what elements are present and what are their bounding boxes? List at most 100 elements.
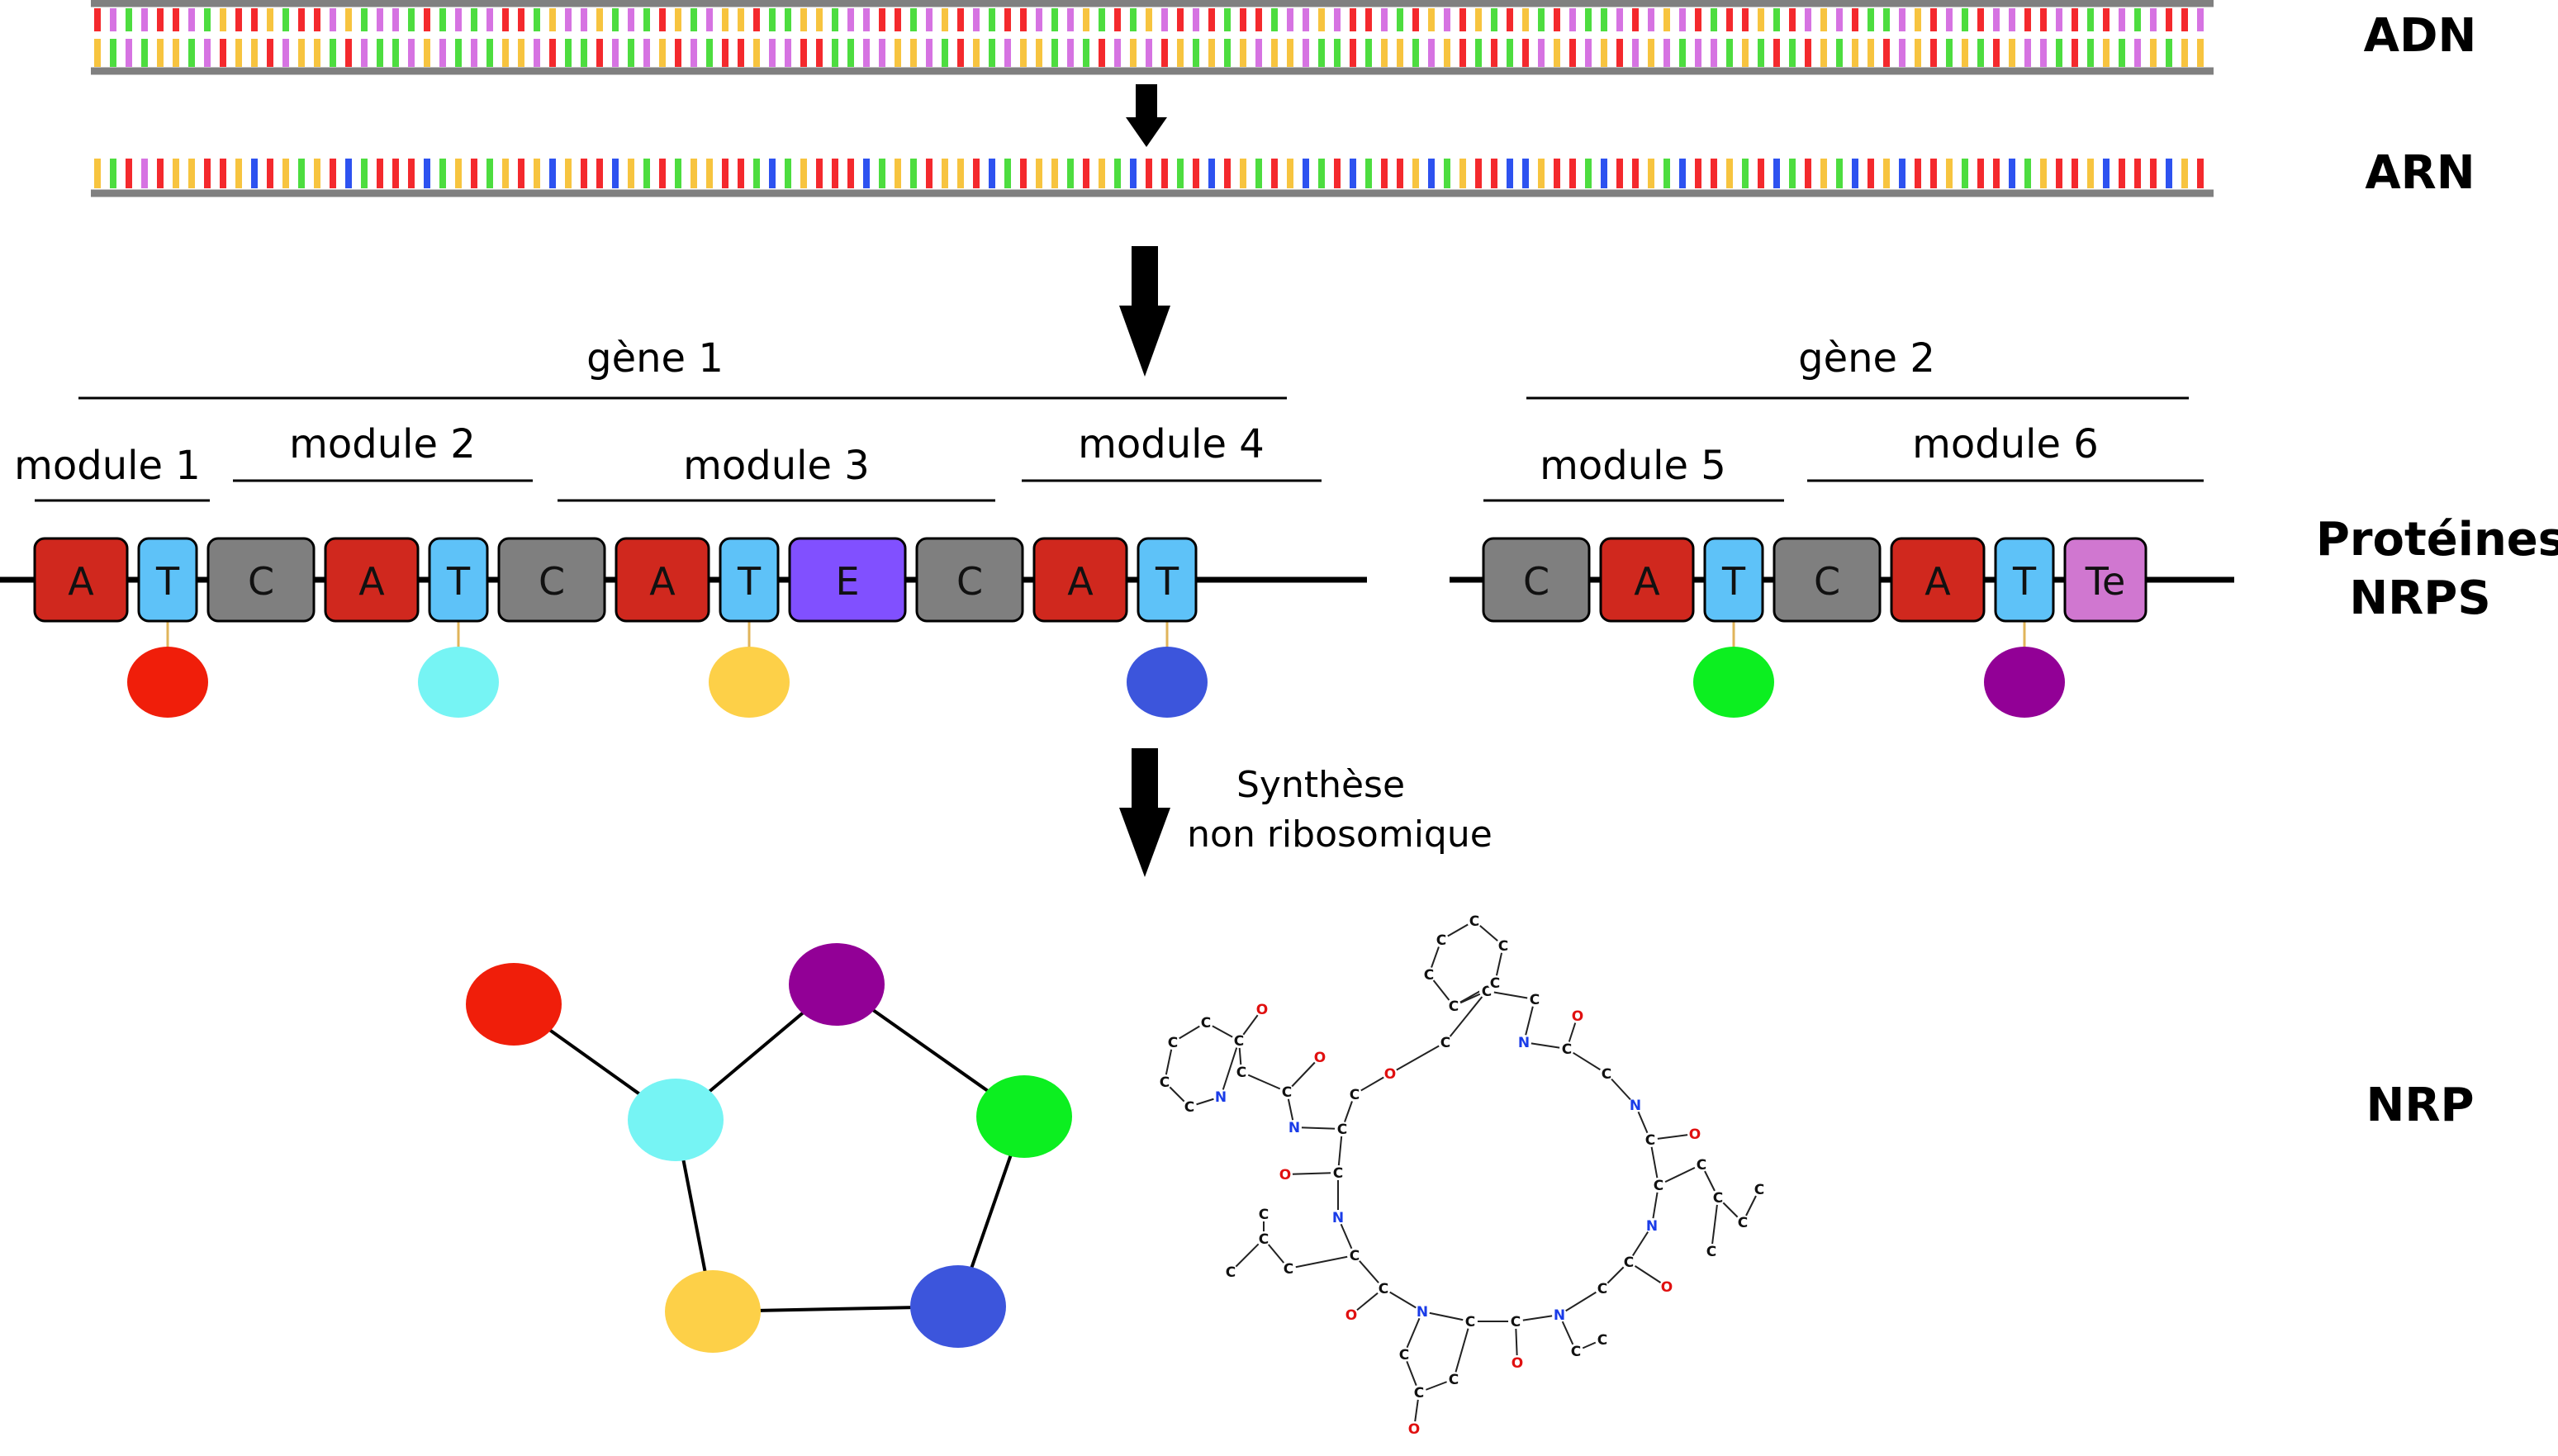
rna-base-bar	[581, 159, 587, 188]
atom-backdrop	[1347, 1087, 1362, 1102]
domain-letter: C	[539, 559, 565, 604]
dna-base-bar	[141, 39, 148, 67]
rna-base-bar	[1083, 159, 1089, 188]
atom-backdrop	[1516, 1035, 1531, 1050]
dna-base-bar	[173, 39, 179, 67]
dna-base-bar	[251, 8, 258, 31]
atom-label: C	[1597, 1332, 1607, 1349]
gene-1-domain-a: A	[615, 537, 710, 623]
monomer-purple-node	[789, 943, 885, 1026]
dna-base-bar	[643, 39, 650, 67]
atom-label: N	[1518, 1035, 1530, 1051]
gene-1-domain-c: C	[206, 537, 316, 623]
dna-base-bar	[1334, 8, 1341, 31]
atom-backdrop	[1157, 1074, 1172, 1089]
bond-line	[1389, 1041, 1446, 1074]
dna-base-bar	[581, 39, 587, 67]
dna-base-bar	[549, 8, 556, 31]
dna-base-bar	[1852, 39, 1858, 67]
dna-base-bar	[1616, 8, 1623, 31]
dna-base-bar	[863, 39, 870, 67]
domain-letter: T	[155, 559, 180, 604]
atom-label: C	[1440, 1035, 1450, 1051]
dna-base-bar	[1365, 8, 1372, 31]
dna-base-bar	[1695, 8, 1701, 31]
dna-base-bar	[345, 8, 352, 31]
atom-label: C	[1449, 1372, 1459, 1388]
rna-base-bar	[1883, 159, 1890, 188]
rna-base-bar	[235, 159, 242, 188]
rna-base-bar	[706, 159, 713, 188]
dna-base-bar	[94, 8, 101, 31]
dna-base-bar	[1004, 39, 1011, 67]
rna-base-bar	[832, 159, 838, 188]
dna-base-bar	[110, 39, 116, 67]
dna-base-bar	[188, 39, 195, 67]
domain-letter: Te	[2085, 559, 2126, 604]
rna-base-bar	[596, 159, 603, 188]
dna-base-bar	[722, 39, 728, 67]
dna-base-bar	[1099, 8, 1105, 31]
rna-base-bar	[847, 159, 854, 188]
gene-1-domain-a: A	[33, 537, 129, 623]
dna-base-bar	[1758, 39, 1764, 67]
gene-1-domain-t: T	[719, 537, 780, 623]
rna-base-bar	[439, 159, 446, 188]
atom-backdrop	[1434, 932, 1449, 947]
dna-base-bar	[1255, 39, 1262, 67]
atom-backdrop	[1752, 1182, 1767, 1197]
dna-base-bar	[1177, 8, 1184, 31]
rna-base-bar	[204, 159, 211, 188]
atom-label: C	[1482, 984, 1492, 1000]
dna-base-bar	[1915, 8, 1921, 31]
rna-base-bar	[157, 159, 164, 188]
dna-base-bar	[1522, 8, 1529, 31]
dna-base-bar	[675, 39, 681, 67]
dna-base-bar	[1412, 39, 1419, 67]
dna-base-bar	[628, 8, 634, 31]
dna-base-bar	[1899, 8, 1905, 31]
rna-base-bar	[1004, 159, 1011, 188]
dna-base-bar	[1601, 39, 1607, 67]
atom-backdrop	[1344, 1307, 1359, 1322]
dna-base-bar	[1789, 39, 1796, 67]
dna-base-bar	[534, 8, 540, 31]
atom-label: C	[1350, 1248, 1360, 1264]
dna-base-bar	[1946, 39, 1953, 67]
rna-base-bar	[1616, 159, 1623, 188]
dna-base-bar	[1020, 8, 1027, 31]
dna-base-bar	[1083, 39, 1089, 67]
nrp-monomer-graph	[466, 943, 1072, 1353]
rna-base-bar	[173, 159, 179, 188]
atom-backdrop	[1568, 1344, 1583, 1359]
rna-base-bar	[1255, 159, 1262, 188]
gene-1-domain-c: C	[915, 537, 1024, 623]
atom-label: C	[1399, 1347, 1409, 1364]
dna-base-bar	[847, 8, 854, 31]
dna-base-bar	[235, 8, 242, 31]
dna-base-bar	[628, 39, 634, 67]
loaded-monomer	[1984, 647, 2065, 718]
rna-base-bar	[361, 159, 368, 188]
dna-base-bar	[1208, 8, 1215, 31]
dna-base-bar	[1585, 39, 1592, 67]
proteins-label-line1: Protéines	[2316, 513, 2558, 567]
atom-backdrop	[1223, 1264, 1238, 1279]
dna-base-bar	[863, 8, 870, 31]
dna-base-bar	[691, 8, 697, 31]
dna-base-bar	[1318, 39, 1325, 67]
atom-label: C	[1498, 938, 1508, 955]
dna-label: ADN	[2364, 9, 2477, 63]
rna-base-bar	[643, 159, 650, 188]
atom-backdrop	[1287, 1120, 1302, 1135]
atom-backdrop	[1415, 1304, 1430, 1319]
atom-backdrop	[1331, 1165, 1345, 1180]
dna-base-bar	[1538, 8, 1545, 31]
atom-backdrop	[1234, 1065, 1249, 1079]
gene-1-domain-t: T	[137, 537, 198, 623]
dna-base-bar	[1271, 8, 1278, 31]
dna-base-bar	[957, 39, 964, 67]
rna-base-bar	[2134, 159, 2141, 188]
rna-base-bar	[1632, 159, 1639, 188]
